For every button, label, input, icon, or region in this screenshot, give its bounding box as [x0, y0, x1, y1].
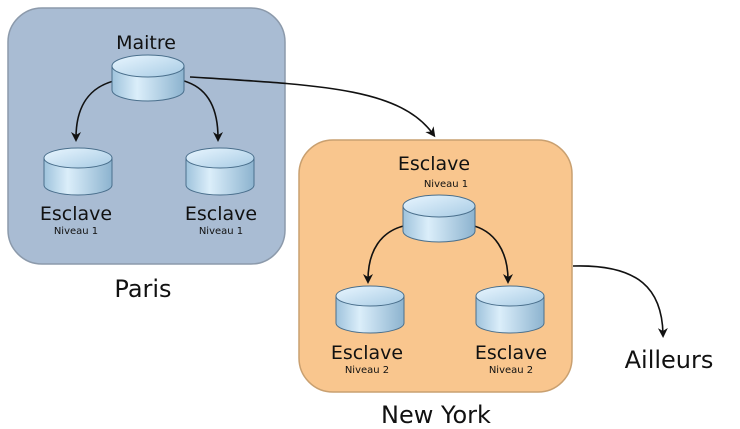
ny-top-level: Niveau 1	[424, 179, 468, 190]
newyork-region-label: New York	[381, 401, 491, 429]
database-icon-ny-right	[475, 285, 545, 334]
ny-right-level: Niveau 2	[489, 365, 533, 376]
paris-region-label: Paris	[114, 275, 171, 303]
paris-left-level: Niveau 1	[54, 226, 98, 237]
database-icon-paris-right	[185, 147, 255, 196]
ny-right-label: Esclave	[475, 342, 547, 364]
database-icon-ny-top	[402, 194, 476, 243]
elsewhere-label: Ailleurs	[625, 346, 714, 374]
arrow-master-to-paris-right	[179, 79, 223, 142]
arrow-ny-top-to-right	[469, 224, 513, 284]
ny-left-level: Niveau 2	[345, 365, 389, 376]
paris-right-label: Esclave	[185, 203, 257, 225]
arrow-newyork-to-elsewhere	[572, 265, 668, 338]
paris-master-label: Maitre	[116, 32, 176, 54]
arrow-ny-top-to-left	[363, 224, 409, 284]
paris-region-box	[7, 7, 286, 265]
paris-left-label: Esclave	[40, 203, 112, 225]
ny-left-label: Esclave	[331, 342, 403, 364]
paris-right-level: Niveau 1	[199, 226, 243, 237]
database-icon-paris-master	[111, 54, 185, 102]
database-icon-ny-left	[335, 285, 405, 334]
database-icon-paris-left	[43, 147, 113, 196]
ny-top-label: Esclave	[398, 153, 470, 175]
arrow-paris-to-newyork	[189, 76, 436, 138]
arrow-master-to-paris-left	[71, 79, 119, 142]
